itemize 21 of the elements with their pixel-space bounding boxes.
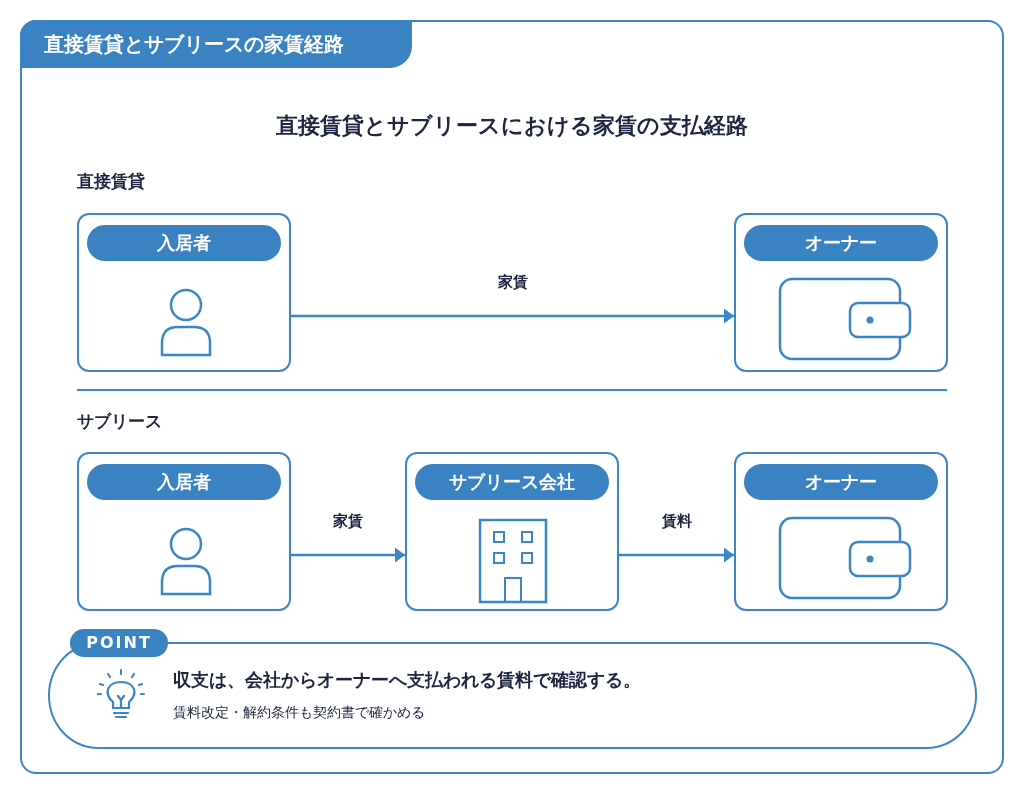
header-pill: オーナー [744, 225, 938, 261]
section-heading: 直接賃貸 [77, 170, 145, 193]
card-box [77, 213, 291, 372]
point-badge: POINT [70, 629, 168, 657]
heading: 直接賃貸とサブリースにおける家賃の支払経路 [276, 113, 748, 138]
arrow [291, 311, 734, 321]
point-note: 賃料改定・解約条件も契約書で確かめる [173, 704, 425, 722]
header-pill: サブリース会社 [415, 464, 609, 500]
card-box [405, 452, 619, 611]
section-heading: サブリース [77, 410, 162, 433]
header-pill: オーナー [744, 464, 938, 500]
card-box [77, 452, 291, 611]
point-text: 収支は、会社からオーナーへ支払われる賃料で確認する。 [173, 668, 641, 692]
edge-label: 家賃 [330, 512, 366, 531]
arrow [619, 550, 734, 560]
header-pill: 入居者 [87, 225, 281, 261]
card-box [734, 213, 948, 372]
title-tab: 直接賃貸とサブリースの家賃経路 [20, 20, 412, 68]
header-pill: 入居者 [87, 464, 281, 500]
card-box [734, 452, 948, 611]
arrow [291, 550, 405, 560]
